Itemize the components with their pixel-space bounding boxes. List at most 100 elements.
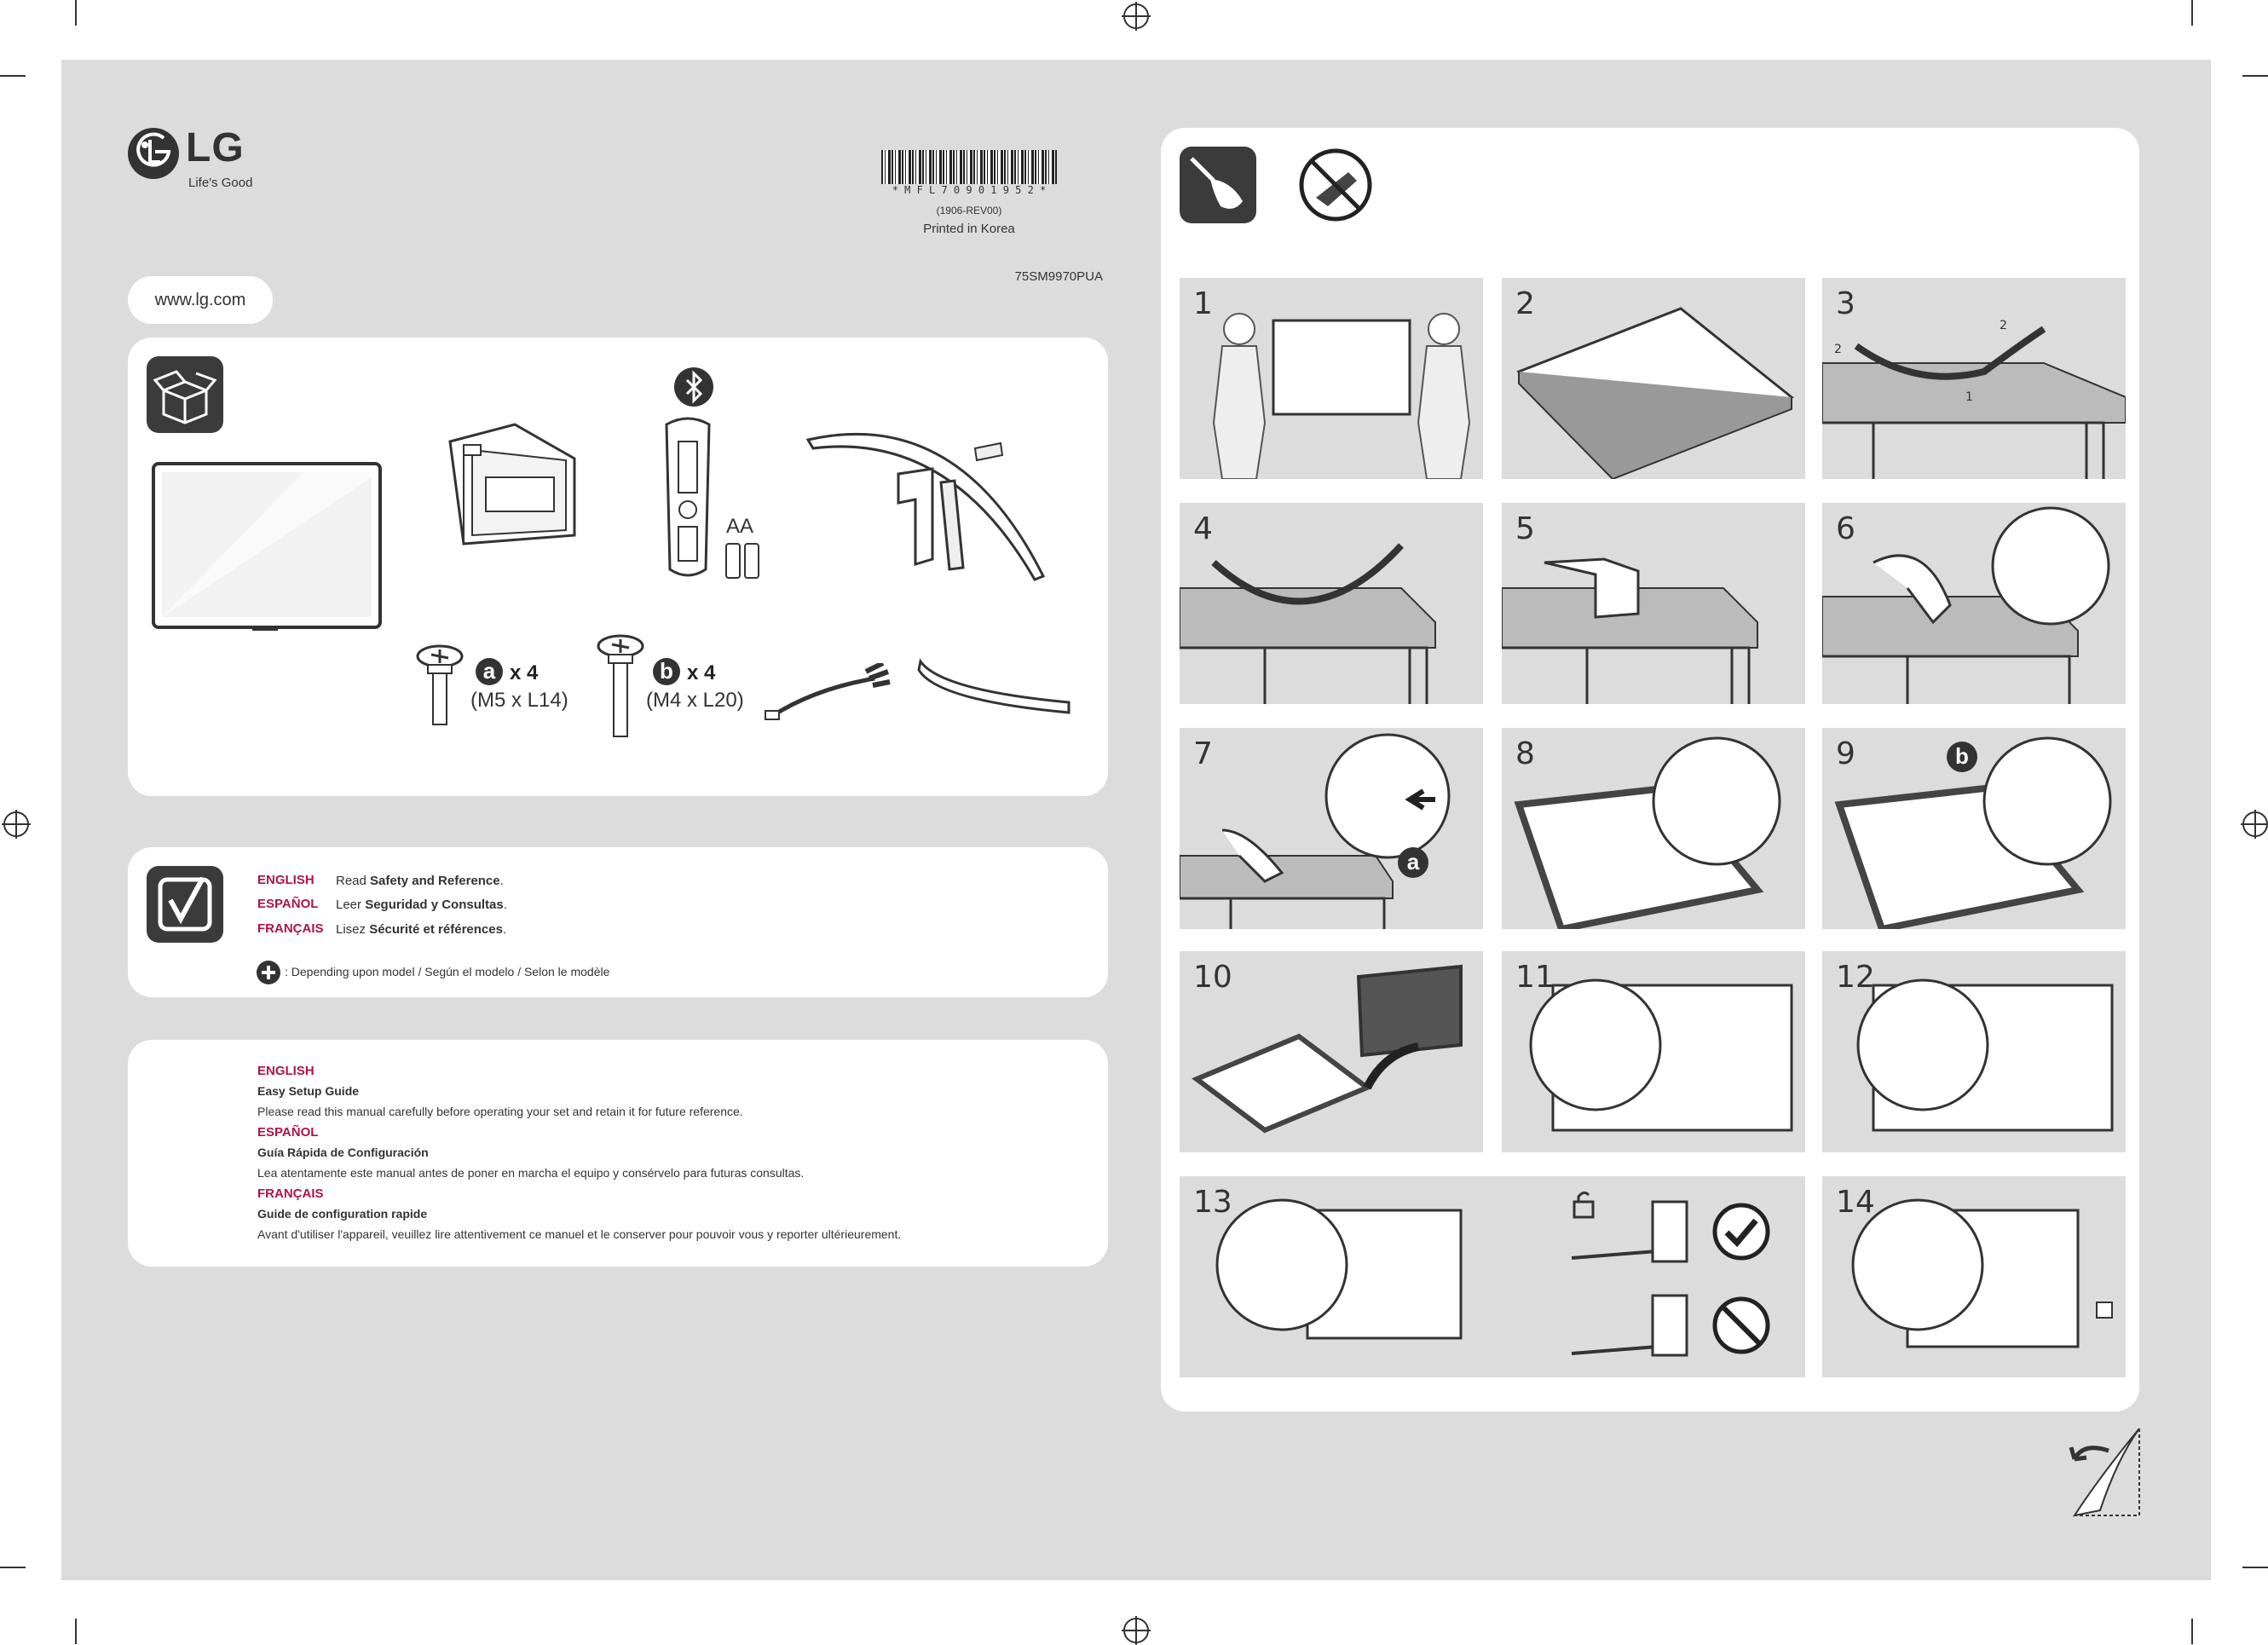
logo-text: LG xyxy=(186,125,245,170)
guide-lang-es: ESPAÑOL xyxy=(257,1125,319,1140)
safety-lang-en: ENGLISH xyxy=(257,873,315,887)
step-1: 1 xyxy=(1180,278,1483,479)
screw-a-badge: a xyxy=(476,658,503,685)
screw-b-callout: b xyxy=(1947,742,1977,772)
guide-text-fr: Avant d'utiliser l'appareil, veuillez li… xyxy=(257,1227,902,1241)
step-number: 10 xyxy=(1193,960,1232,995)
lg-logo xyxy=(126,126,181,185)
stand-illustration xyxy=(805,432,1046,581)
model-number: 75SM9970PUA xyxy=(1014,269,1103,284)
box-icon-tile xyxy=(147,356,223,433)
crop-mark xyxy=(75,0,77,26)
crop-mark xyxy=(0,1567,26,1568)
screw-a-illustration xyxy=(416,644,464,725)
guide-lang-fr: FRANÇAIS xyxy=(257,1186,324,1201)
step-4: 4 xyxy=(1180,503,1483,704)
step-9: 9 b xyxy=(1822,728,2126,929)
crop-mark xyxy=(2242,75,2268,77)
registration-mark xyxy=(1122,2,1151,31)
guide-lang-en: ENGLISH xyxy=(257,1064,315,1078)
guide-text-en: Please read this manual carefully before… xyxy=(257,1105,743,1118)
guide-title-es: Guía Rápida de Configuración xyxy=(257,1146,429,1159)
checklist-icon-tile xyxy=(147,866,223,943)
screw-a-size: (M5 x L14) xyxy=(470,689,568,712)
step-number: 2 xyxy=(1515,286,1535,321)
battery-label: AA xyxy=(726,515,754,538)
step-7: 7 a xyxy=(1180,728,1483,929)
guide-text-es: Lea atentamente este manual antes de pon… xyxy=(257,1166,805,1180)
crop-mark xyxy=(2242,1567,2268,1568)
screw-b-count: x 4 xyxy=(687,661,716,684)
step3-mark: 1 xyxy=(1965,390,1973,404)
safety-line-fr: Lisez Sécurité et références. xyxy=(336,922,507,937)
safety-lang-es: ESPAÑOL xyxy=(257,897,319,911)
safety-line-en: Read Safety and Reference. xyxy=(336,874,504,888)
crop-mark xyxy=(2191,1619,2193,1644)
step-6: 6 xyxy=(1822,503,2126,704)
safety-line-es: Leer Seguridad y Consultas. xyxy=(336,898,507,912)
step-2: 2 xyxy=(1502,278,1805,479)
manual-illustration xyxy=(448,423,576,545)
step3-mark: 2 xyxy=(1834,343,1842,356)
step-number: 5 xyxy=(1515,511,1535,546)
plus-icon xyxy=(257,961,280,984)
model-note: : Depending upon model / Según el modelo… xyxy=(285,965,610,978)
no-tool-icon xyxy=(1299,148,1372,222)
screw-b-size: (M4 x L20) xyxy=(646,689,744,712)
lg-logo-icon xyxy=(128,128,179,179)
step-12: 12 xyxy=(1822,951,2126,1152)
step-5: 5 xyxy=(1502,503,1805,704)
revision-code: (1906-REV00) xyxy=(936,205,1002,216)
screw-b-illustration xyxy=(597,634,644,737)
step-number: 6 xyxy=(1836,511,1855,546)
screwdriver-icon-tile xyxy=(1180,147,1256,223)
step-3: 3 2 2 1 xyxy=(1822,278,2126,479)
step-number: 3 xyxy=(1836,286,1855,321)
guide-title-en: Easy Setup Guide xyxy=(257,1084,360,1098)
step-number: 11 xyxy=(1515,960,1555,995)
step-number: 13 xyxy=(1193,1185,1232,1220)
check-icon xyxy=(1712,1203,1770,1261)
crop-mark xyxy=(75,1619,77,1644)
remote-illustration xyxy=(665,417,711,577)
barcode xyxy=(881,150,1057,184)
website-pill[interactable]: www.lg.com xyxy=(128,276,273,324)
step-number: 14 xyxy=(1836,1185,1875,1220)
step-number: 1 xyxy=(1193,286,1213,321)
safety-lang-fr: FRANÇAIS xyxy=(257,921,324,936)
av-cable-illustration xyxy=(765,663,891,720)
crop-mark xyxy=(0,75,26,77)
step-13: 13 xyxy=(1180,1176,1805,1377)
printed-in: Printed in Korea xyxy=(923,222,1015,236)
batteries-illustration xyxy=(725,543,759,579)
step-11: 11 xyxy=(1502,951,1805,1152)
tv-illustration xyxy=(152,462,382,631)
step-10: 10 xyxy=(1180,951,1483,1152)
box-icon xyxy=(153,370,217,424)
registration-mark xyxy=(2,810,31,839)
step-number: 12 xyxy=(1836,960,1875,995)
screw-a-count: x 4 xyxy=(510,661,539,684)
screwdriver-icon xyxy=(1190,157,1243,209)
screw-a-callout: a xyxy=(1398,847,1428,878)
guide-intro-card xyxy=(128,1040,1108,1267)
registration-mark xyxy=(1122,1616,1151,1645)
page-turn-icon[interactable] xyxy=(2066,1425,2143,1519)
step-8: 8 xyxy=(1502,728,1805,929)
step-number: 7 xyxy=(1193,736,1213,771)
step3-mark: 2 xyxy=(2000,319,2007,332)
checklist-icon xyxy=(158,876,212,932)
tagline: Life's Good xyxy=(188,176,253,190)
crop-mark xyxy=(2191,0,2193,26)
screw-b-badge: b xyxy=(653,658,680,685)
prohibited-icon xyxy=(1712,1296,1770,1354)
unlock-icon xyxy=(1573,1191,1595,1219)
guide-title-fr: Guide de configuration rapide xyxy=(257,1207,428,1221)
cable-tie-illustration xyxy=(917,658,1071,714)
barcode-code: * M F L 7 0 9 0 1 9 5 2 * xyxy=(892,184,1047,196)
registration-mark xyxy=(2241,810,2268,839)
step-14: 14 xyxy=(1822,1176,2126,1377)
step-number: 4 xyxy=(1193,511,1213,546)
step-number: 8 xyxy=(1515,736,1535,771)
safety-card xyxy=(128,847,1108,997)
